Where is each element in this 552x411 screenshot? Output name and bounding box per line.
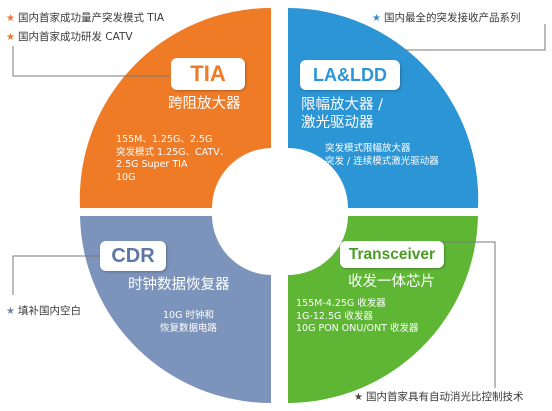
note-cdr-gap: ★填补国内空白 [6,305,81,317]
tia-title: 跨阻放大器 [168,96,241,112]
la-ldd-title-line-2: 激光驱动器 [301,115,374,131]
connector-line-cdr [12,255,100,295]
cdr-specs: 10G 时钟和 恢复数据电路 [160,310,217,335]
tia-specs: 155M、1.25G、2.5G 突发模式 1.25G、CATV、 2.5G Su… [116,134,229,184]
tia-spec-line: 10G [116,171,136,183]
la-ldd-quadrant [288,8,479,208]
star-icon: ★ [6,32,15,43]
note-la-ldd-series: ★国内最全的突发接收产品系列 [372,12,521,24]
star-icon: ★ [6,306,15,317]
transceiver-badge: Transceiver [340,241,444,268]
transceiver-spec-line: 10G PON ONU/ONT 收发器 [296,323,419,334]
tia-spec-line: 突发模式 1.25G、CATV、 [116,146,230,158]
transceiver-spec-line: 1G-12.5G 收发器 [296,310,373,322]
transceiver-specs: 155M-4.25G 收发器 1G-12.5G 收发器 10G PON ONU/… [296,298,418,336]
tia-spec-line: 2.5G Super TIA [116,159,188,170]
la-ldd-spec-line: 突发模式限幅放大器 [325,143,411,154]
star-icon: ★ [372,13,381,24]
la-ldd-title-line-1: 限幅放大器 / [301,97,383,113]
connector-line-tia [12,46,170,77]
tia-quadrant [79,7,271,209]
cdr-title: 时钟数据恢复器 [128,277,230,293]
cdr-badge: CDR [100,241,166,271]
transceiver-title: 收发一体芯片 [348,274,435,290]
cdr-spec-line: 恢复数据电路 [160,322,218,334]
la-ldd-badge: LA&LDD [300,60,400,90]
tia-badge: TIA [171,58,245,90]
star-icon: ★ [6,13,15,24]
note-tia-burst: ★国内首家成功量产突发模式 TIA [6,12,164,24]
cdr-spec-line: 10G 时钟和 [163,310,214,321]
connector-line-la-ldd [402,24,546,51]
connector-line-transceiver [442,241,496,388]
transceiver-spec-line: 155M-4.25G 收发器 [296,298,386,309]
la-ldd-specs: 突发模式限幅放大器 突发 / 连续模式激光驱动器 [325,143,439,168]
note-tia-catv: ★国内首家成功研发 CATV [6,31,133,43]
tia-spec-line: 155M、1.25G、2.5G [116,134,213,145]
star-icon: ★ [354,392,363,403]
la-ldd-spec-line: 突发 / 连续模式激光驱动器 [325,155,439,167]
note-transceiver-control: ★国内首家具有自动消光比控制技术 [354,391,524,403]
